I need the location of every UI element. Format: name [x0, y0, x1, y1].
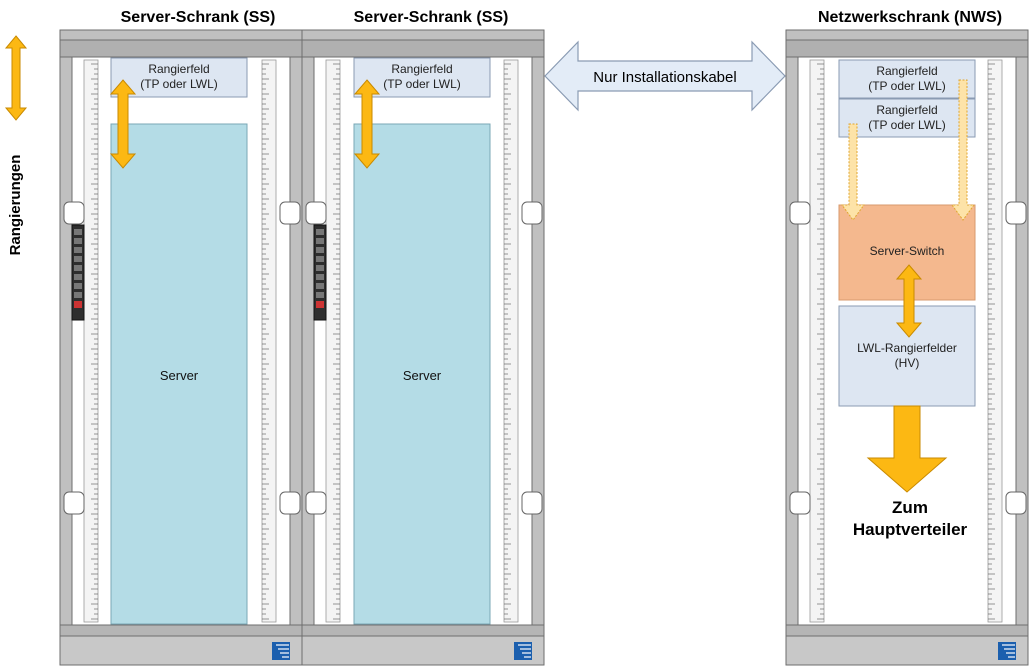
- rack3-top-bar: [785, 39, 1029, 58]
- rack2-title: Server-Schrank (SS): [354, 9, 509, 26]
- rack1-patch-panel: [110, 57, 248, 98]
- installation-cable-label: Nur Installationskabel: [593, 69, 736, 86]
- rack3-panel1-line2: (TP oder LWL): [868, 79, 946, 93]
- rack3-mount-slot: [1005, 491, 1027, 515]
- rack1-title: Server-Schrank (SS): [121, 9, 276, 26]
- rack3-rail-2: [987, 59, 1003, 623]
- rack3-switch-label: Server-Switch: [870, 244, 945, 258]
- rack3-panel1-line1: Rangierfeld: [876, 64, 937, 78]
- rack1-base: [59, 635, 303, 666]
- rack1-server: [110, 123, 248, 625]
- rack1-rail-2: [261, 59, 277, 623]
- rack2-rail-2: [503, 59, 519, 623]
- rack3-down-arrow-right: [951, 79, 975, 221]
- rack3-title: Netzwerkschrank (NWS): [818, 9, 1002, 26]
- rack2-mount-slot: [521, 201, 543, 225]
- rack1-server-label: Server: [160, 368, 199, 383]
- rack2-mount-slot: [521, 491, 543, 515]
- rack2-panel-line2: (TP oder LWL): [383, 77, 461, 91]
- rack1-rail-1: [83, 59, 99, 623]
- rack2-server: [353, 123, 491, 625]
- rack3-rail-1: [809, 59, 825, 623]
- main-distributor-line2: Hauptverteiler: [853, 520, 968, 539]
- rack2-base: [301, 635, 545, 666]
- rack1-mount-slot: [63, 201, 85, 225]
- rack2-patch-panel: [353, 57, 491, 98]
- rack3-logo-icon: [998, 642, 1016, 660]
- rack1-content: Rangierfeld (TP oder LWL) Server: [109, 57, 248, 625]
- rack1-mount-slot: [63, 491, 85, 515]
- rangierungen-legend-arrow: [4, 35, 28, 121]
- rack3-down-arrow-left: [841, 123, 865, 221]
- rack2-mount-slot: [305, 201, 327, 225]
- rack1-patch-double-arrow: [109, 79, 137, 169]
- rack3-patch-panel-1: [838, 59, 976, 99]
- rangierungen-label: Rangierungen: [7, 155, 24, 256]
- rack2-top-bar: [301, 39, 545, 58]
- rack2-server-label: Server: [403, 368, 442, 383]
- rack1-mount-slot: [279, 491, 301, 515]
- rack3-to-main-distributor-arrow: [866, 405, 948, 493]
- rack1-mount-slot: [279, 201, 301, 225]
- rack3-mount-slot: [789, 201, 811, 225]
- rack3-mount-slot: [789, 491, 811, 515]
- main-distributor-line1: Zum: [892, 498, 928, 517]
- rack3-base: [785, 635, 1029, 666]
- rack1-bottom-bar: [59, 624, 303, 637]
- rack3-lwl-line1: LWL-Rangierfelder: [857, 341, 957, 355]
- rack2-rail-1: [325, 59, 341, 623]
- rack2-panel-line1: Rangierfeld: [391, 62, 452, 76]
- rack2-content: Rangierfeld (TP oder LWL) Server: [353, 57, 491, 625]
- rack2-logo-icon: [514, 642, 532, 660]
- rack3-patch-panel-2: [838, 98, 976, 138]
- rack3-content: Rangierfeld (TP oder LWL) Rangierfeld (T…: [838, 59, 976, 539]
- rack1-panel-line2: (TP oder LWL): [140, 77, 218, 91]
- rack2-mount-slot: [305, 491, 327, 515]
- rack1-top-bar: [59, 39, 303, 58]
- rack3-lwl-line2: (HV): [895, 356, 920, 370]
- rack2-patch-double-arrow: [353, 79, 381, 169]
- rack3-mount-slot: [1005, 201, 1027, 225]
- rack3-panel2-line1: Rangierfeld: [876, 103, 937, 117]
- rack3-panel2-line2: (TP oder LWL): [868, 118, 946, 132]
- installation-cable-arrow: [544, 40, 786, 112]
- rack3-bottom-bar: [785, 624, 1029, 637]
- rack2-bottom-bar: [301, 624, 545, 637]
- rack1-panel-line1: Rangierfeld: [148, 62, 209, 76]
- rack3-switch-lwl-double-arrow: [895, 264, 923, 338]
- rack1-logo-icon: [272, 642, 290, 660]
